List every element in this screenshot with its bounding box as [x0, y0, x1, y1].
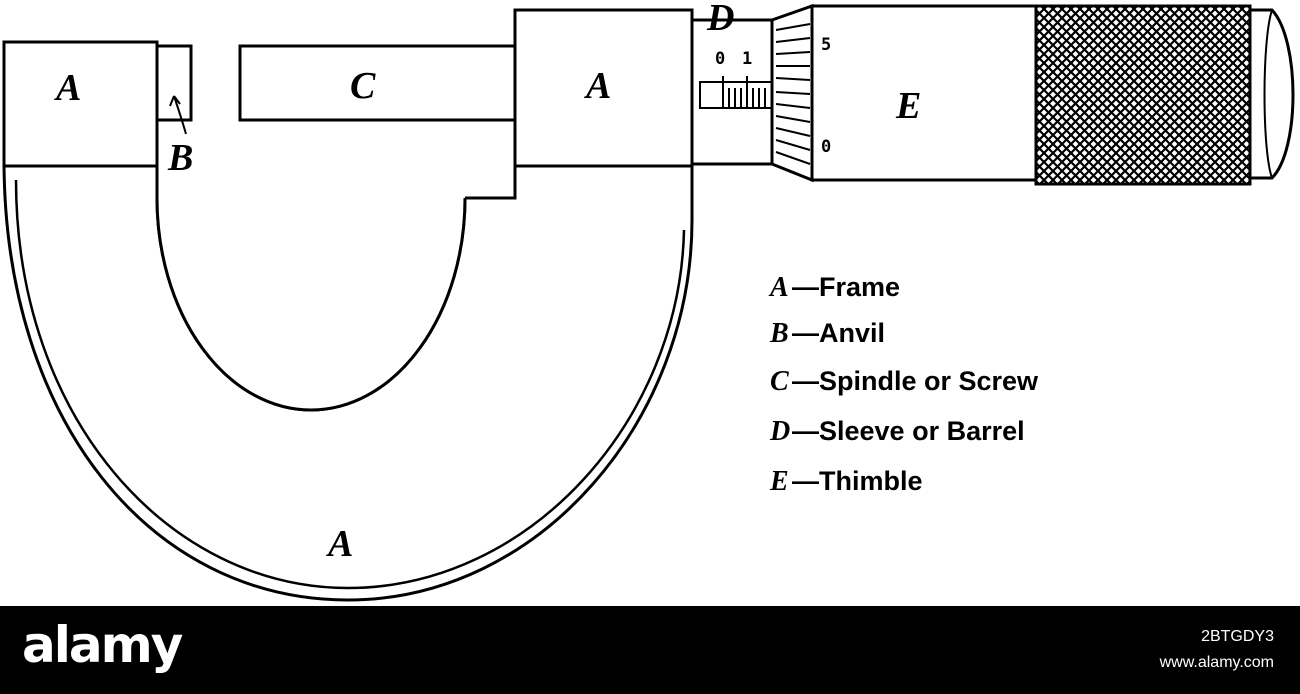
- legend-text-c: —Spindle or Screw: [792, 366, 1039, 396]
- legend: A —Frame B —Anvil C —Spindle or Screw D …: [768, 272, 1039, 497]
- frame-left-block: [2, 40, 159, 168]
- label-sleeve: D: [706, 0, 734, 39]
- sleeve-scale-0: 0: [715, 49, 725, 69]
- sleeve-scale-1: 1: [742, 49, 752, 69]
- label-anvil: B: [167, 137, 193, 179]
- knurled-grip: [1034, 4, 1252, 186]
- frame-inner-arch: [157, 166, 465, 410]
- alamy-logo: alamy: [22, 616, 183, 674]
- label-spindle: C: [350, 65, 376, 107]
- site-url: www.alamy.com: [1159, 654, 1274, 671]
- label-frame-right: A: [584, 65, 611, 107]
- legend-text-e: —Thimble: [792, 466, 923, 496]
- anvil-pointer-arrow: [169, 95, 187, 135]
- watermark-footer: alamy 2BTGDY3 www.alamy.com: [0, 606, 1300, 694]
- thimble: [810, 4, 1038, 182]
- legend-text-b: —Anvil: [792, 318, 885, 348]
- legend-key-b: B: [769, 318, 789, 349]
- label-frame-left: A: [54, 67, 81, 109]
- thimble-scale-5: 5: [821, 35, 831, 55]
- anvil: [155, 44, 193, 122]
- thimble-scale-0: 0: [821, 137, 831, 157]
- image-id: 2BTGDY3: [1201, 628, 1274, 645]
- sleeve: [690, 18, 779, 166]
- legend-text-d: —Sleeve or Barrel: [792, 416, 1025, 446]
- ratchet-cap: [1248, 8, 1295, 180]
- legend-key-c: C: [770, 366, 789, 397]
- legend-key-a: A: [768, 272, 789, 303]
- spindle: [238, 44, 517, 122]
- label-thimble: E: [895, 85, 921, 127]
- legend-key-e: E: [769, 466, 789, 497]
- legend-key-d: D: [769, 416, 790, 447]
- micrometer-diagram: A B C A D E A 0 1 5 0 A —Frame B —Anvil …: [2, 0, 1295, 602]
- frame-edge-line: [14, 179, 686, 590]
- thimble-bevel: [770, 3, 814, 183]
- legend-text-a: —Frame: [792, 272, 900, 302]
- label-frame-bottom: A: [326, 523, 353, 565]
